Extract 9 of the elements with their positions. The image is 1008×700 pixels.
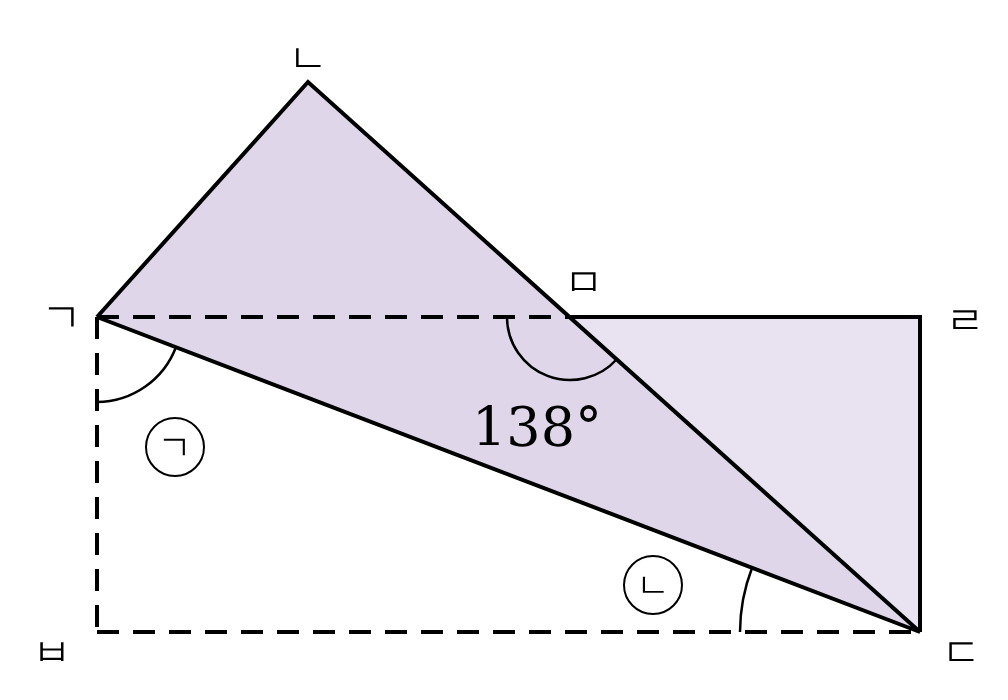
vertex-label: ㄱ [42, 297, 82, 337]
circled-label: ㄱ [145, 417, 205, 477]
vertex-label: ㄷ [942, 632, 982, 672]
circled-label: ㄴ [623, 555, 683, 615]
vertex-label: ㅁ [564, 262, 604, 302]
angle-label: 138° [471, 401, 603, 455]
vertex-label: ㅂ [32, 632, 72, 672]
vertex-label: ㄹ [945, 300, 985, 340]
vertex-label: ㄴ [288, 38, 328, 78]
